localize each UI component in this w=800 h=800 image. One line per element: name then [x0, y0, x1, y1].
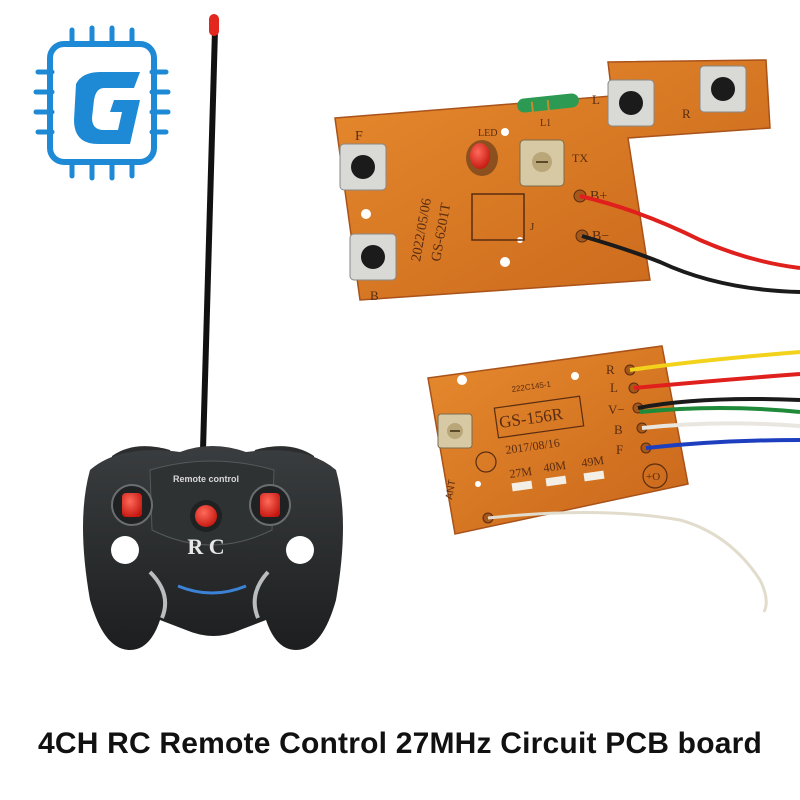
wire-red	[633, 372, 800, 390]
button-b	[349, 233, 397, 281]
antenna-wire	[487, 510, 768, 613]
rx-label-v-minus: V−	[608, 402, 625, 417]
wire-white	[641, 421, 800, 430]
chip-g-logo-icon	[33, 25, 171, 181]
wire-green	[639, 406, 800, 414]
green-inductor	[517, 93, 579, 114]
rx-label-ant: ANT	[444, 479, 458, 501]
rx-label-49m: 49M	[580, 453, 605, 470]
tx-label-tx: TX	[572, 151, 588, 165]
transmitter-pcb: F B L R LED L1 TX J B+ B− 2022/05/06 GS-…	[334, 59, 771, 303]
rx-label-f: F	[616, 442, 623, 457]
rx-label-27m: 27M	[508, 464, 533, 481]
antenna-tip	[209, 14, 219, 36]
product-caption: 4CH RC Remote Control 27MHz Circuit PCB …	[37, 727, 763, 760]
tx-coil	[519, 139, 565, 187]
wire-red-b-plus	[579, 194, 800, 270]
rx-label-plus-o: +O	[646, 471, 660, 483]
controller-top-label: Remote control	[173, 474, 239, 484]
red-led	[466, 140, 498, 176]
tx-label-l1: L1	[540, 118, 551, 129]
right-red-button	[249, 484, 291, 526]
center-red-button	[190, 500, 222, 532]
wire-black	[637, 397, 800, 410]
tx-label-r: R	[682, 106, 691, 121]
rc-transmitter-controller: Remote control R C	[83, 14, 343, 650]
rx-trimmer	[437, 413, 473, 449]
wire-black-b-minus	[581, 234, 800, 294]
controller-center-label: R C	[187, 534, 224, 559]
rx-label-l: L	[610, 380, 618, 395]
tx-label-b: B	[370, 288, 379, 303]
left-red-button	[111, 484, 153, 526]
tx-label-led: LED	[478, 128, 497, 139]
rx-label-r: R	[606, 362, 615, 377]
tx-label-l: L	[592, 92, 600, 107]
rx-label-b: B	[614, 422, 623, 437]
wire-blue	[645, 438, 800, 450]
receiver-pcb: 222C145-1 GS-156R 2017/08/16 ANT 27M 40M…	[427, 345, 689, 535]
tx-label-f: F	[355, 129, 363, 144]
button-f	[339, 143, 387, 191]
button-l	[607, 79, 655, 127]
tx-label-j: J	[530, 221, 535, 233]
button-r	[699, 65, 747, 113]
wire-yellow	[629, 350, 800, 372]
rx-label-40m: 40M	[542, 458, 567, 475]
